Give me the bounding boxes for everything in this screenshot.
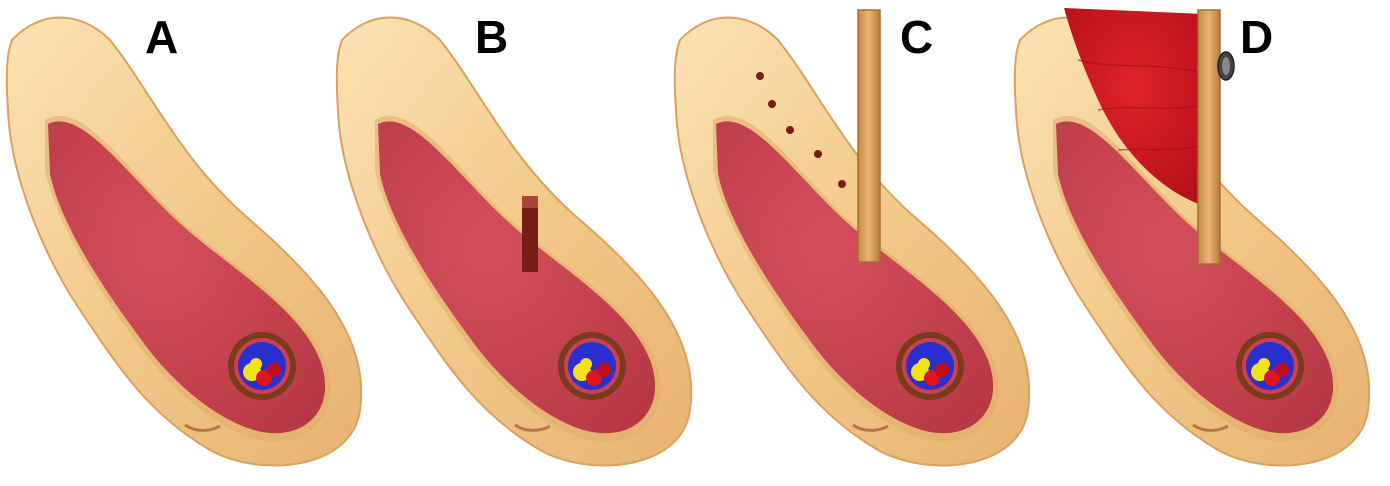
panel-c: C [668,0,1008,486]
panel-label: C [900,14,933,60]
bone-section-c [668,0,1008,486]
panel-label: B [475,14,508,60]
barrier-membrane [858,10,880,262]
barrier-membrane [1198,10,1220,264]
vascular-canal [1236,332,1304,400]
panel-b: B [330,0,670,486]
bone-section-b [330,0,670,486]
bone-section-a [0,0,340,486]
panel-label: A [145,14,178,60]
panel-d: D [1008,0,1348,486]
incision-wound-top [522,196,538,208]
vascular-canal [558,332,626,400]
vascular-canal [228,332,296,400]
incision-wound [522,200,538,272]
bone-section-d [1008,0,1348,486]
vascular-canal [896,332,964,400]
panel-a: A [0,0,340,486]
fixation-screw-icon [1218,52,1234,80]
panel-label: D [1240,14,1273,60]
